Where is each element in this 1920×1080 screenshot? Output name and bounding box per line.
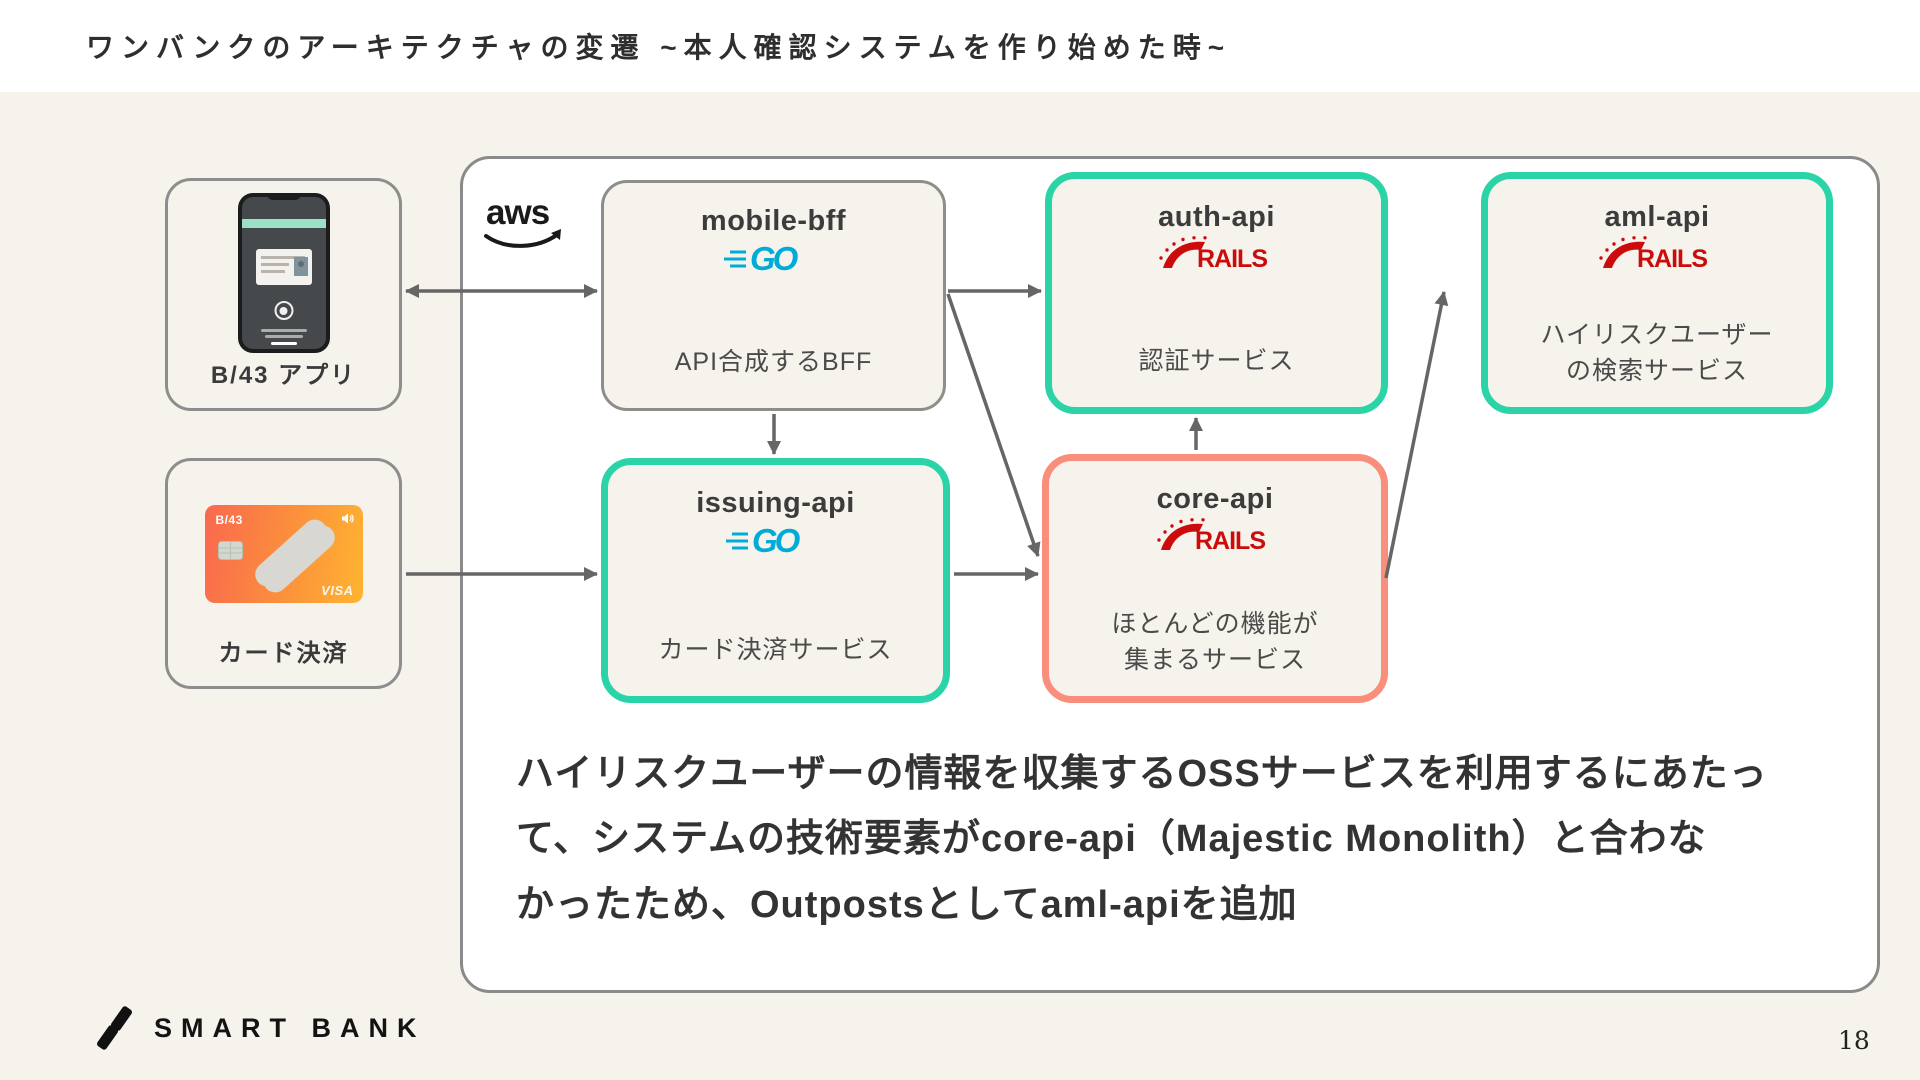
client-b43-app: B/43 アプリ <box>165 178 402 411</box>
rails-logo: RAILS <box>1158 236 1268 273</box>
service-aml-api: aml-api RAILS ハイリスクユーザー の検索サービス <box>1481 172 1833 414</box>
phone-illustration <box>237 193 330 353</box>
service-auth-api-name: auth-api <box>1158 201 1275 233</box>
slide-title: ワンバンクのアーキテクチャの変遷 ~本人確認システムを作り始めた時~ <box>86 32 1232 63</box>
smartbank-logo-icon <box>97 1006 132 1050</box>
page-number: 18 <box>1838 1026 1870 1055</box>
card-brand-label: B/43 <box>215 513 243 527</box>
aws-logo: aws <box>484 194 561 248</box>
note-text: ハイリスクユーザーの情報を収集するOSSサービスを利用するにあたっ て、システム… <box>516 753 1768 926</box>
title-bar: ワンバンクのアーキテクチャの変遷 ~本人確認システムを作り始めた時~ <box>0 0 1920 92</box>
speaker-icon <box>341 513 354 524</box>
svg-text:GO: GO <box>750 240 799 277</box>
service-aml-api-name: aml-api <box>1604 201 1710 233</box>
client-card-payment-label: カード決済 <box>218 640 349 667</box>
card-illustration: B/43 VISA <box>204 505 363 603</box>
service-mobile-bff-name: mobile-bff <box>700 205 847 237</box>
svg-text:RAILS: RAILS <box>1195 527 1265 555</box>
footer-brand-name: SMART BANK <box>154 1012 426 1043</box>
card-chip <box>217 541 243 560</box>
card-network-label: VISA <box>321 583 354 598</box>
rails-logo: RAILS <box>1599 236 1708 273</box>
client-b43-app-label: B/43 アプリ <box>210 362 357 389</box>
service-issuing-api: issuing-api GO カード決済サービス <box>601 458 950 703</box>
svg-text:RAILS: RAILS <box>1197 245 1267 273</box>
client-card-payment: B/43 VISA カード決済 <box>165 458 402 689</box>
service-aml-api-desc: ハイリスクユーザー の検索サービス <box>1540 321 1774 385</box>
svg-text:RAILS: RAILS <box>1637 245 1707 273</box>
go-logo: GO <box>725 522 803 559</box>
footer-brand: SMART BANK <box>94 1004 426 1052</box>
go-logo: GO <box>723 240 801 277</box>
rails-logo: RAILS <box>1157 518 1266 555</box>
service-issuing-api-name: issuing-api <box>696 487 855 519</box>
svg-text:GO: GO <box>752 522 801 559</box>
service-auth-api: auth-api RAILS 認証サービス <box>1045 172 1388 414</box>
svg-text:aws: aws <box>486 194 550 232</box>
service-mobile-bff: mobile-bff GO API合成するBFF <box>601 180 946 411</box>
service-issuing-api-desc: カード決済サービス <box>658 635 893 664</box>
service-mobile-bff-desc: API合成するBFF <box>674 347 873 376</box>
service-core-api-desc: ほとんどの機能が 集まるサービス <box>1111 610 1319 674</box>
service-auth-api-desc: 認証サービス <box>1138 346 1295 375</box>
service-core-api: core-api RAILS ほとんどの機能が 集まるサービス <box>1042 454 1388 703</box>
service-core-api-name: core-api <box>1156 483 1274 515</box>
